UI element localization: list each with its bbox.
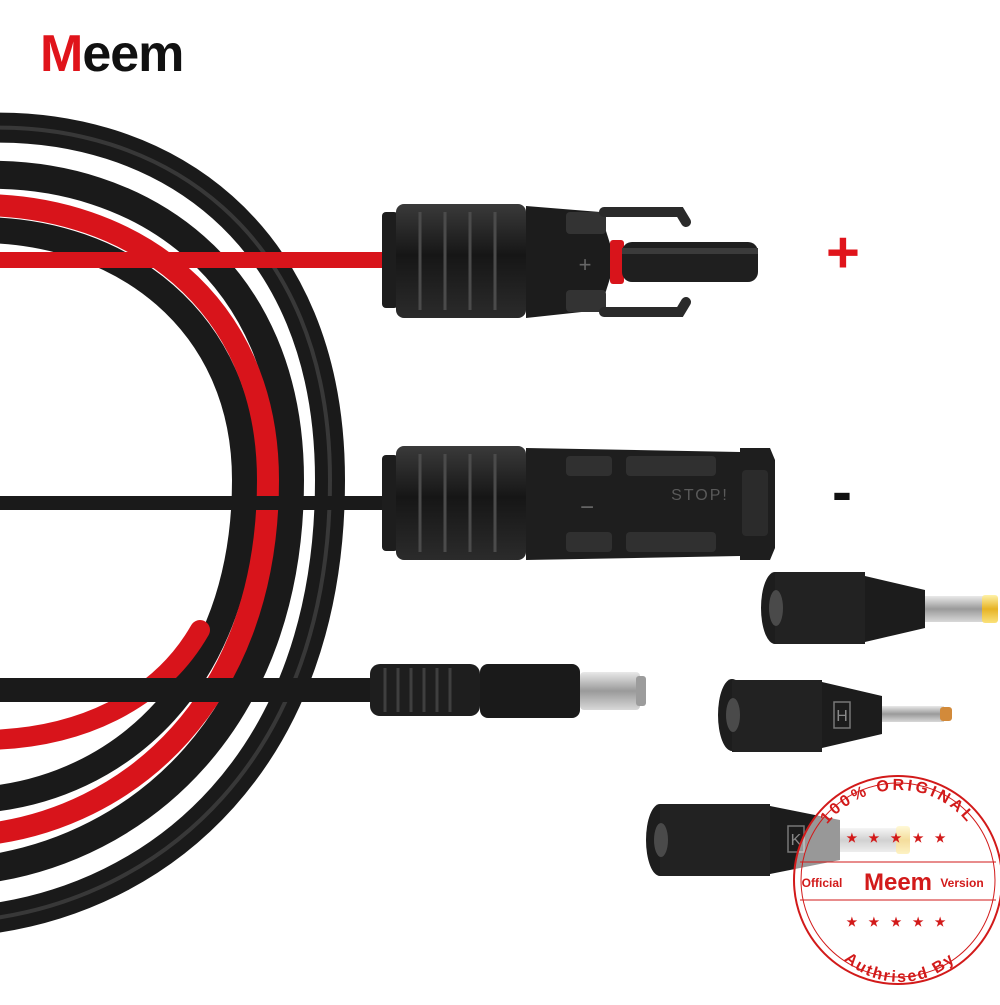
adapter-h-mark: H xyxy=(836,708,848,725)
adapter-h-frame xyxy=(833,701,851,729)
female-minus-mark: − xyxy=(580,494,594,521)
brand-logo: Meem xyxy=(40,25,184,83)
adapter-k-mark: K xyxy=(791,832,802,849)
positive-label: + xyxy=(826,220,860,285)
stop-label: STOP! xyxy=(671,487,729,504)
female-solar-connector xyxy=(382,446,775,560)
seal-official: Official xyxy=(802,876,843,890)
coiled-red-cable xyxy=(0,194,280,844)
adapter-yellow-tip xyxy=(761,572,998,644)
seal-bottom-stars: ★ ★ ★ ★ ★ xyxy=(846,915,949,929)
negative-label: - xyxy=(832,458,852,525)
seal-brand: Meem xyxy=(864,869,932,896)
male-solar-connector xyxy=(382,204,758,318)
seal-top-stars: ★ ★ ★ ★ ★ xyxy=(846,831,949,845)
coiled-black-cable xyxy=(0,112,346,933)
male-plus-mark: + xyxy=(579,252,592,277)
brand-logo-rest: eem xyxy=(82,25,184,83)
adapter-h-tip xyxy=(718,679,952,752)
original-seal: 100% ORIGINAL ★ ★ ★ ★ ★ Official Meem Ve… xyxy=(793,775,1000,986)
brand-logo-initial: M xyxy=(40,25,83,83)
seal-version: Version xyxy=(940,876,983,890)
dc-barrel-plug xyxy=(370,664,646,718)
